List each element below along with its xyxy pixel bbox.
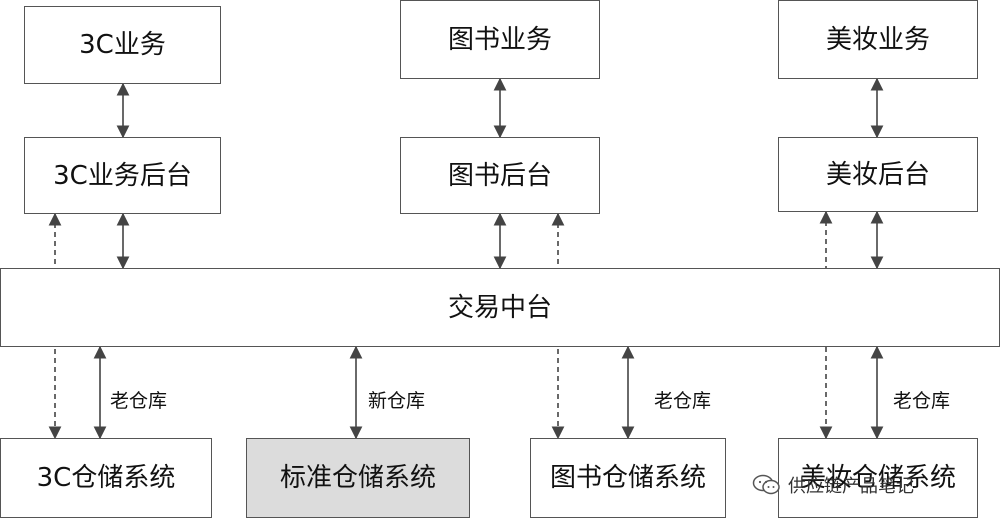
box-3c-backend-label: 3C业务后台: [53, 160, 192, 191]
edge-label-3c-old-warehouse: 老仓库: [110, 390, 168, 412]
box-standard-warehouse-system: 标准仓储系统: [246, 438, 470, 518]
box-3c-business: 3C业务: [24, 6, 221, 84]
box-3c-business-label: 3C业务: [79, 30, 166, 60]
box-book-business-label: 图书业务: [447, 24, 552, 55]
watermark: 供应链产品笔记: [752, 472, 914, 498]
box-3c-warehouse-system: 3C仓储系统: [0, 438, 212, 518]
box-beauty-business: 美妆业务: [778, 0, 978, 79]
box-book-backend-label: 图书后台: [447, 160, 552, 191]
box-3c-warehouse-system-label: 3C仓储系统: [36, 463, 176, 493]
box-beauty-backend: 美妆后台: [778, 137, 978, 212]
edge-label-std-new-warehouse: 新仓库: [368, 390, 426, 412]
edge-label-book-old-warehouse: 老仓库: [654, 390, 712, 412]
box-trading-middle-platform: 交易中台: [0, 268, 1000, 347]
box-3c-backend: 3C业务后台: [24, 137, 221, 214]
edge-label-beauty-old-warehouse: 老仓库: [893, 390, 951, 412]
box-trading-middle-platform-label: 交易中台: [447, 292, 552, 323]
box-beauty-business-label: 美妆业务: [825, 24, 930, 55]
box-beauty-warehouse-system-label: 美妆仓储系统: [799, 463, 956, 493]
box-book-business: 图书业务: [400, 0, 600, 79]
wechat-icon: [752, 474, 780, 495]
box-beauty-warehouse-system: 美妆仓储系统: [778, 438, 978, 518]
box-beauty-backend-label: 美妆后台: [825, 159, 930, 190]
box-book-warehouse-system-label: 图书仓储系统: [549, 463, 706, 493]
watermark-text: 供应链产品笔记: [788, 476, 914, 497]
box-book-backend: 图书后台: [400, 137, 600, 214]
box-book-warehouse-system: 图书仓储系统: [530, 438, 726, 518]
box-standard-warehouse-system-label: 标准仓储系统: [279, 463, 436, 493]
